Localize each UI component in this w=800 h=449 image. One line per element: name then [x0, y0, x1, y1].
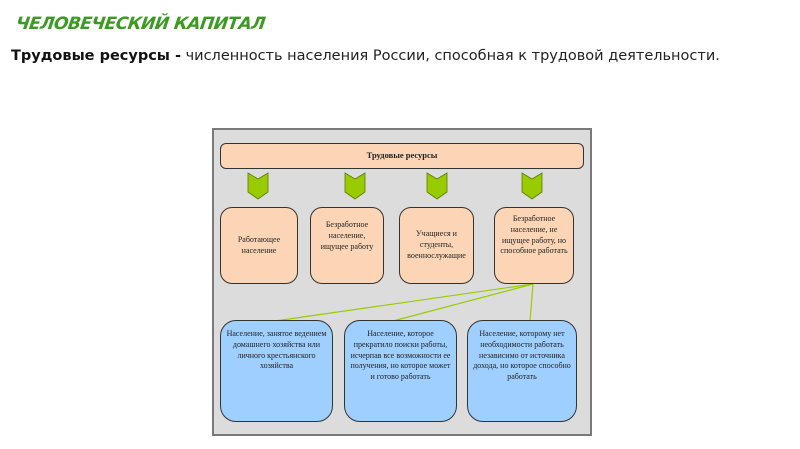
root-node: Трудовые ресурсы	[220, 143, 584, 169]
level2-node: Население, которое прекратило поиски раб…	[344, 320, 457, 422]
connector-line	[392, 283, 534, 322]
arrow-down-icon	[247, 172, 269, 200]
level1-node: Безработное население, не ищущее работу,…	[494, 207, 574, 284]
level2-node: Население, занятое ведением домашнего хо…	[220, 320, 333, 422]
level1-node: Безработное население, ищущее работу	[310, 207, 384, 284]
definition-term: Трудовые ресурсы -	[11, 48, 181, 64]
definition: Трудовые ресурсы - численность населения…	[11, 48, 720, 64]
level2-node: Население, которому нет необходимости ра…	[467, 320, 577, 422]
arrow-down-icon	[521, 172, 543, 200]
arrow-down-icon	[426, 172, 448, 200]
level1-node: Работающее население	[220, 207, 298, 284]
connector-line	[274, 283, 534, 322]
connector-line	[529, 283, 534, 322]
level1-node: Учащиеся и студенты, военнослужащие	[399, 207, 474, 284]
arrow-down-icon	[344, 172, 366, 200]
definition-text: численность населения России, способная …	[180, 48, 720, 64]
